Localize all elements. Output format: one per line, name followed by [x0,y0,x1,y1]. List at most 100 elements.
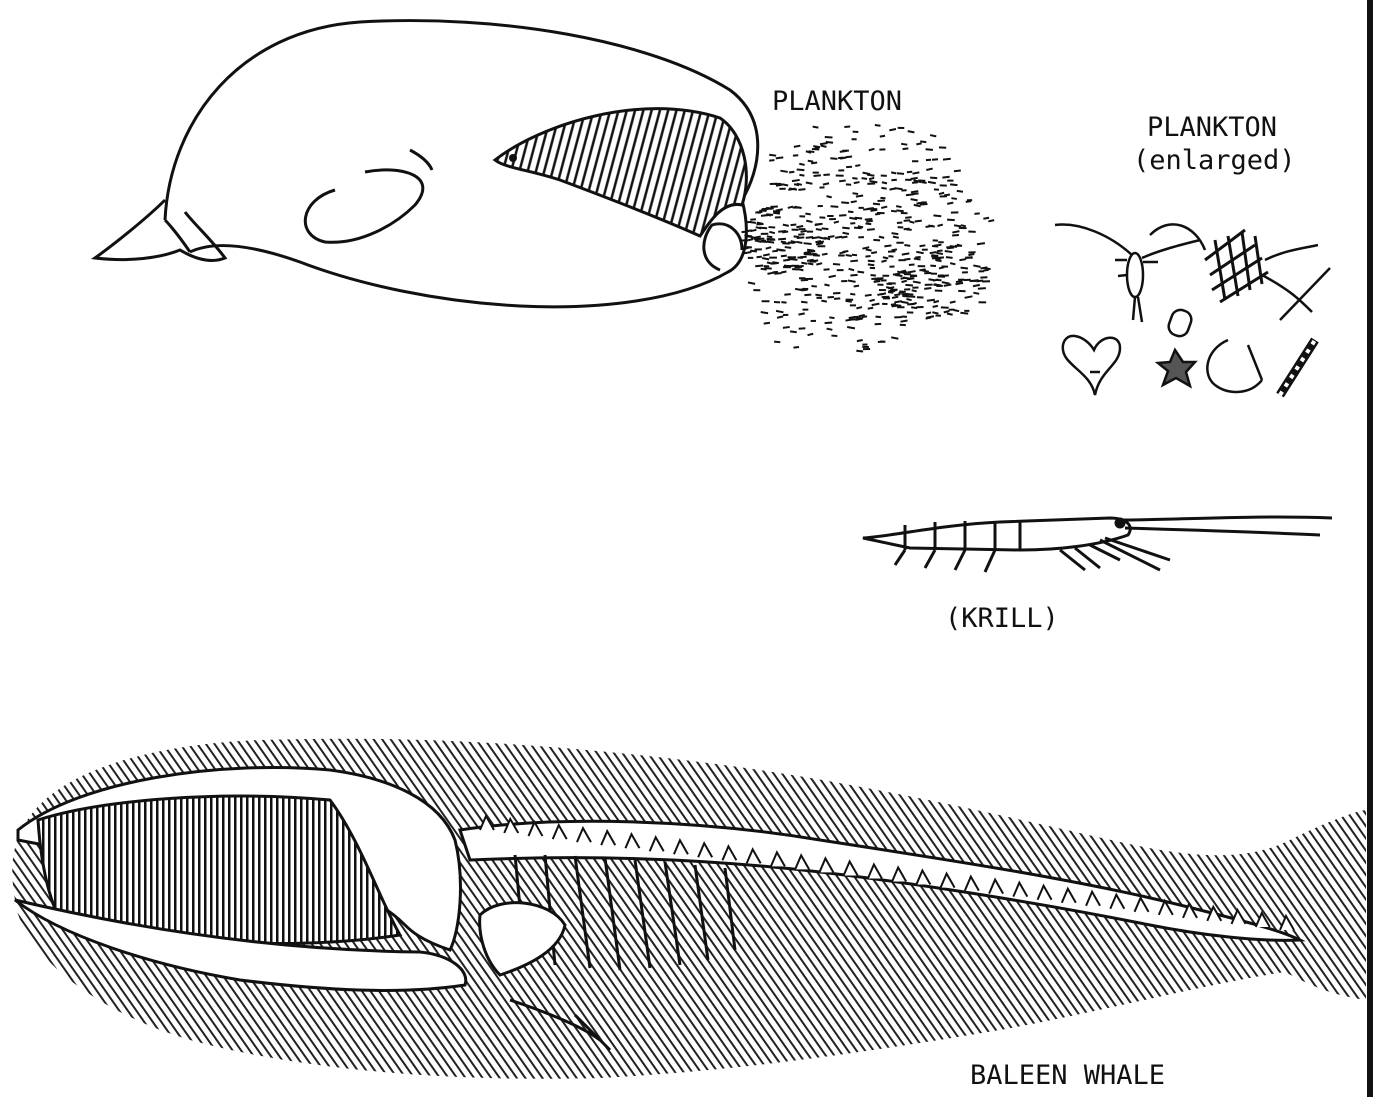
plankton-dash [790,259,798,260]
plankton-dash [950,184,957,185]
plankton-dash [912,172,919,173]
plankton-dash [908,131,915,132]
plankton-dash [863,173,871,174]
plankton-dash [914,259,921,260]
plankton-dash [839,252,845,253]
plankton-dash [755,265,763,266]
plankton-dash [828,236,835,237]
plankton-dash [911,199,918,200]
plankton-dash [857,340,863,341]
plankton-dash [920,245,926,246]
plankton-dash [946,257,953,258]
plankton-dash [942,177,949,178]
plankton-dash [867,175,874,176]
plankton-dash [902,253,910,254]
plankton-dash [900,321,907,322]
plankton-dash [856,351,863,352]
krill-drawing [863,517,1332,572]
plankton-dash [976,281,983,282]
plankton-dash [895,305,901,306]
plankton-dash [794,184,799,185]
plankton-dash [783,327,790,328]
plankton-dash [761,215,768,216]
plankton-dash [824,285,829,286]
plankton-dash [937,225,942,226]
plankton-dash [850,275,857,276]
plankton-dash [857,272,864,273]
plankton-dash [907,172,912,173]
plankton-dash [856,196,863,197]
plankton-dash [891,337,898,338]
plankton-dash [761,269,767,270]
plankton-dash [865,256,870,257]
plankton-dash [930,252,937,253]
plankton-dash [956,281,962,282]
plankton-dash [891,180,896,181]
plankton-dash [895,275,902,276]
plankton-dash [937,251,942,252]
plankton-dash [978,288,986,289]
plankton-dash [862,178,868,179]
plankton-dash [912,290,917,291]
plankton-dash [845,301,851,302]
plankton-dash [780,171,787,172]
plankton-dash [866,249,872,250]
plankton-dash [829,317,834,318]
plankton-dash [884,245,891,246]
plankton-dash [901,278,906,279]
plankton-dash [911,307,917,308]
plankton-dash [846,156,852,157]
plankton-dash [855,218,862,219]
plankton-dash [750,251,757,252]
plankton-dash [881,293,886,294]
plankton-dash [766,247,771,248]
plankton-dash [903,148,909,149]
plankton-dash [767,242,774,243]
plankton-dash [763,254,770,255]
plankton-dash [811,286,816,287]
plankton-dash [788,207,793,208]
plankton-dash [772,251,778,252]
plankton-dash [777,316,783,317]
plankton-dash [947,203,953,204]
plankton-dash [943,159,951,160]
plankton-dash [867,229,875,230]
plankton-dash [892,249,897,250]
plankton-dash [799,164,804,165]
plankton-dash [831,206,839,207]
plankton-dash [980,267,987,268]
plankton-dash [912,193,918,194]
plankton-dash [797,266,804,267]
plankton-dash [939,267,944,268]
plankton-dash [973,285,980,286]
plankton-dash [856,307,862,308]
whale-mouth-hatching [495,109,746,236]
plankton-dash [812,254,818,255]
plankton-dash [902,281,907,282]
plankton-dash [897,173,904,174]
plankton-dash [799,175,804,176]
plankton-dash [790,331,797,332]
plankton-dash [882,182,887,183]
plankton-dash [954,225,961,226]
plankton-dash [926,169,932,170]
plankton-dash [798,234,804,235]
plankton-dash [807,260,814,261]
plankton-dash [853,193,859,194]
plankton-dash [983,270,988,271]
plankton-dash [880,136,885,137]
plankton-dash [875,125,881,126]
plankton-dash [874,281,881,282]
plankton-dash [849,269,854,270]
plankton-dash [757,257,762,258]
plankton-dash [776,157,784,158]
plankton-dash [888,256,893,257]
plankton-dash [898,292,904,293]
label-baleen-whale: BALEEN WHALE [970,1060,1165,1092]
plankton-dash [744,235,752,236]
plankton-dash [849,317,855,318]
plankton-dash [852,178,857,179]
plankton-dash [928,279,934,280]
plankton-dash [893,237,899,238]
plankton-dash [824,269,830,270]
